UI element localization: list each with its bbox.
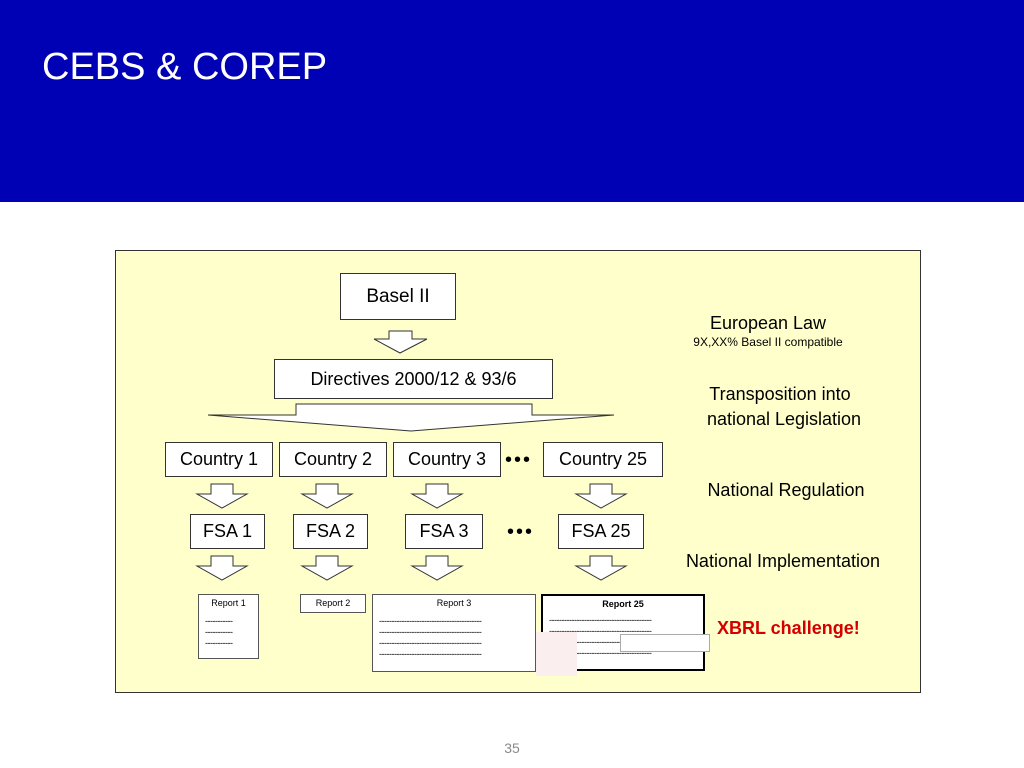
country-ellipsis: ••• xyxy=(505,449,533,471)
report-3: Report 3 -------------------------------… xyxy=(372,594,536,672)
report-line: ----------------------------------------… xyxy=(379,638,482,648)
fsa-box: FSA 3 xyxy=(405,514,483,549)
report-line: ----------------------------------------… xyxy=(549,648,652,658)
arrow-fsa25-to-report25 xyxy=(574,555,628,581)
slide-header: CEBS & COREP xyxy=(0,0,1024,202)
report-line: ----------------------------------------… xyxy=(549,626,652,636)
report-title: Report 3 xyxy=(436,598,472,608)
report-line: ----------------------------------------… xyxy=(549,637,652,647)
fsa-box: FSA 25 xyxy=(558,514,644,549)
slide-title: CEBS & COREP xyxy=(42,46,328,88)
xbrl-challenge-label: XBRL challenge! xyxy=(717,618,860,638)
report-line: ----------------------------------------… xyxy=(379,627,482,637)
report-line: ----------- xyxy=(205,616,233,626)
report-25-callout xyxy=(620,634,710,652)
arrow-basel-to-directives xyxy=(373,330,428,354)
fsa-box: FSA 1 xyxy=(190,514,265,549)
country-box: Country 1 xyxy=(165,442,273,477)
report-line: ----------------------------------------… xyxy=(379,616,482,626)
label-national-regulation: National Regulation xyxy=(707,480,865,500)
country-box: Country 3 xyxy=(393,442,501,477)
report-line: ----------- xyxy=(205,638,233,648)
report-line: ----------------------------------------… xyxy=(379,649,482,659)
arrow-directives-to-countries xyxy=(207,403,615,432)
report-line: ----------- xyxy=(205,627,233,637)
country-box: Country 25 xyxy=(543,442,663,477)
basel-box: Basel II xyxy=(340,273,456,320)
fsa-ellipsis: ••• xyxy=(507,521,535,543)
arrow-country3-to-fsa3 xyxy=(410,483,464,509)
report-2: Report 2 xyxy=(300,594,366,613)
arrow-fsa2-to-report2 xyxy=(300,555,354,581)
arrow-fsa3-to-report3 xyxy=(410,555,464,581)
label-transposition-line2: national Legislation xyxy=(706,409,862,429)
report-title: Report 1 xyxy=(211,598,246,608)
label-transposition-line1: Transposition into xyxy=(709,384,851,404)
label-european-law: European Law xyxy=(709,313,827,333)
arrow-country1-to-fsa1 xyxy=(195,483,249,509)
report-title: Report 25 xyxy=(602,599,644,609)
report-1: Report 1 ----------- ----------- -------… xyxy=(198,594,259,659)
arrow-country2-to-fsa2 xyxy=(300,483,354,509)
report-title: Report 2 xyxy=(315,598,351,608)
label-basel-compatible: 9X,XX% Basel II compatible xyxy=(693,335,843,349)
arrow-country25-to-fsa25 xyxy=(574,483,628,509)
directives-box: Directives 2000/12 & 93/6 xyxy=(274,359,553,399)
label-national-implementation: National Implementation xyxy=(685,551,881,571)
report-25-patch xyxy=(536,632,577,676)
report-line: ----------------------------------------… xyxy=(549,615,652,625)
arrow-fsa1-to-report1 xyxy=(195,555,249,581)
fsa-box: FSA 2 xyxy=(293,514,368,549)
page-number: 35 xyxy=(504,740,520,756)
country-box: Country 2 xyxy=(279,442,387,477)
